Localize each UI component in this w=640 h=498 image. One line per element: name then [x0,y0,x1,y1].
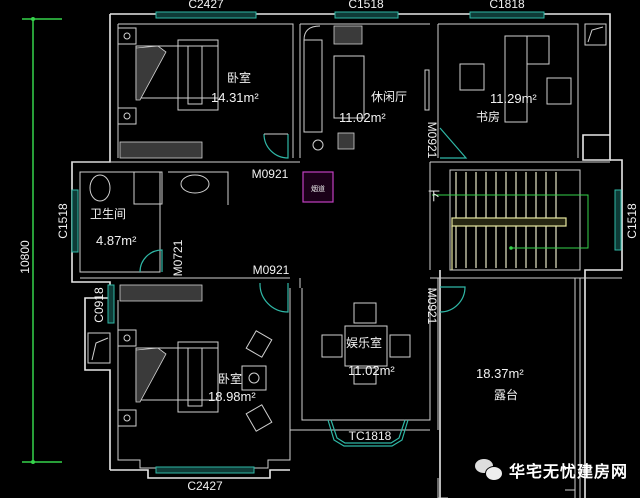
wardrobe-top [119,141,203,159]
room-area-entertainment: 11.02m² [348,363,395,378]
stair-direction-arrow [432,194,589,249]
window-label-left-bathroom: C1518 [56,203,70,239]
window-top-bedroom [155,11,257,19]
door-bottom-bedroom [259,282,289,313]
window-left-bathroom [71,189,79,253]
windows [71,11,622,474]
bed-top [117,27,219,159]
room-name-study: 书房 [476,109,500,124]
window-right-stair [614,189,622,251]
watermark-text: 华宅无忧建房网 [508,462,628,481]
door-label-bottom-bedroom: M0921 [253,263,290,277]
room-name-entertainment: 娱乐室 [346,335,382,350]
room-area-bedroom-bottom: 18.98m² [208,389,256,404]
window-label-top-bedroom: C2427 [188,0,224,11]
sink [180,174,210,194]
window-bottom-bedroom [155,466,255,474]
staircase: 下 [428,169,589,271]
door-label-top-bedroom: M0921 [252,167,289,181]
window-label-top-lounge: C1518 [348,0,384,11]
room-area-bathroom: 4.87m² [96,233,137,248]
door-label-study: M0921 [425,122,439,159]
window-label-bottom-bedroom: C2427 [187,479,223,493]
window-label-left-bedroom: C0918 [92,287,106,323]
study-furniture [459,23,607,123]
stair-down-label: 下 [428,189,440,203]
window-left-bedroom [107,284,115,324]
room-area-lounge: 11.02m² [339,110,386,125]
exterior-walls [71,13,623,498]
doors [139,127,468,313]
room-name-bedroom-bottom: 卧室 [218,371,242,386]
dimension-label: 10800 [18,240,32,274]
room-name-bedroom-top: 卧室 [227,70,251,85]
window-labels: C2427 C1518 C1818 C1518 C0918 C1518 TC18… [56,0,639,493]
bed-bottom [87,284,273,432]
wechat-icon [474,459,503,481]
toilet [89,174,111,202]
window-top-study [469,11,545,19]
room-area-terrace: 18.37m² [476,366,524,381]
door-top-bedroom [263,133,289,159]
door-study [439,127,468,159]
door-label-entertainment: M0921 [425,288,439,325]
door-label-bathroom: M0721 [171,239,185,276]
room-labels: 卧室 14.31m² 休闲厅 11.02m² 11.29m² 书房 卫生间 4.… [90,70,537,404]
room-area-study: 11.29m² [490,91,537,106]
entertainment-furniture [321,302,411,385]
stair-handrail [451,217,567,227]
bathroom-fixtures [89,171,210,205]
window-label-right-stair: C1518 [625,203,639,239]
window-label-bay: TC1818 [349,429,392,443]
door-entertainment [439,286,466,313]
room-name-terrace: 露台 [494,387,518,402]
lounge-furniture [303,25,430,151]
watermark: 华宅无忧建房网 [474,458,628,482]
door-labels: M0921 M0921 M0721 M0921 M0921 [171,122,439,325]
room-name-lounge: 休闲厅 [371,90,407,104]
room-area-bedroom-top: 14.31m² [211,90,259,105]
window-label-top-study: C1818 [489,0,525,11]
flue-marker: 烟道 [302,171,334,203]
door-bathroom [139,249,163,273]
flue-label: 烟道 [311,184,325,193]
bay-window [327,419,409,447]
room-name-bathroom: 卫生间 [90,207,126,221]
wardrobe-bottom [119,284,203,302]
window-top-lounge [334,11,399,19]
dimension-line: 10800 [18,17,62,464]
